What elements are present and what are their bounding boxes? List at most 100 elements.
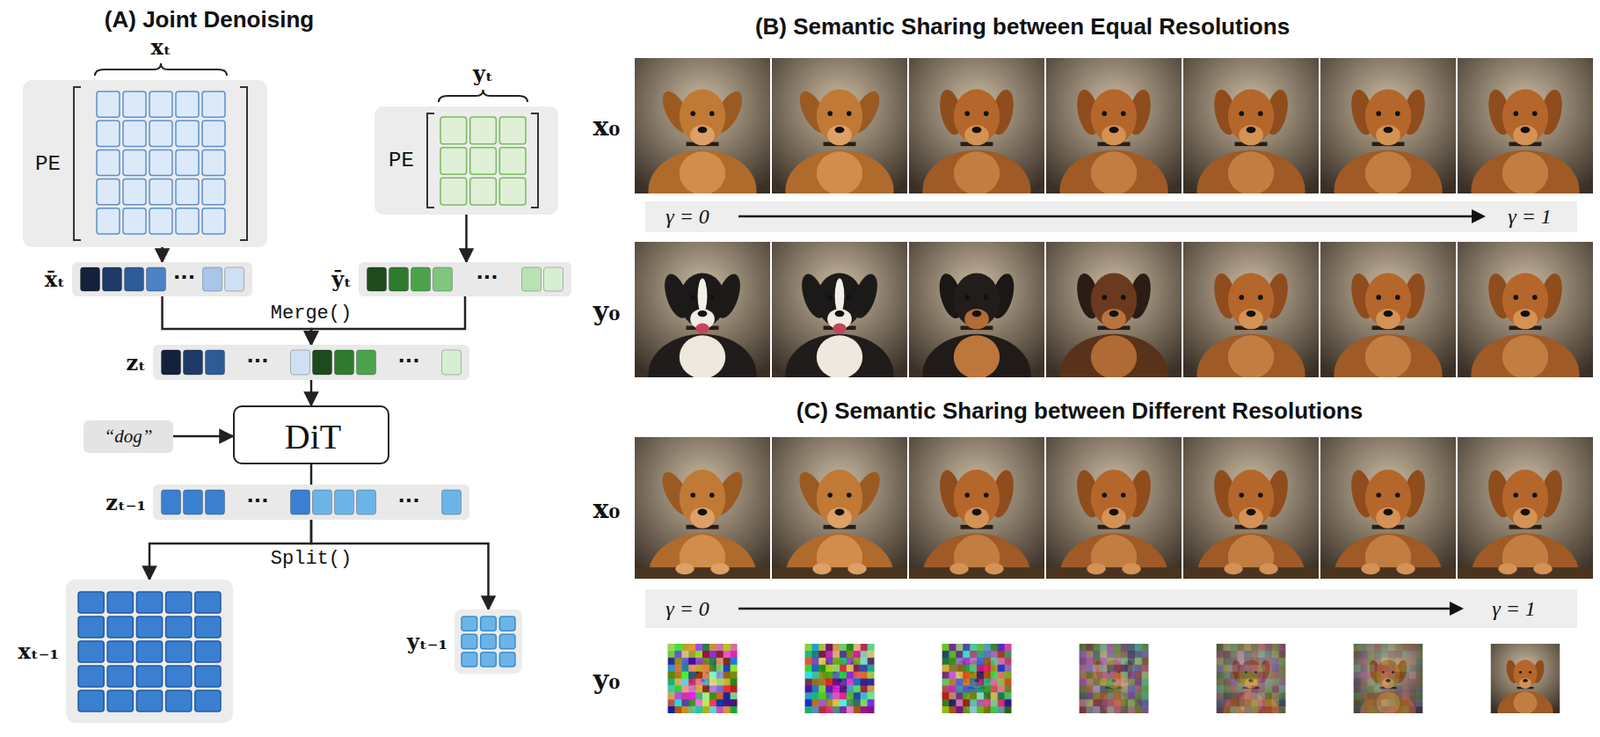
latent-cell xyxy=(202,120,226,146)
edge-label: Merge() xyxy=(268,302,355,325)
dog-eye xyxy=(1512,294,1519,300)
dog-eye xyxy=(1375,294,1382,300)
latent-cell xyxy=(136,640,162,662)
dog-eye xyxy=(964,492,970,498)
noise-block xyxy=(1106,657,1114,665)
noise-block xyxy=(688,664,696,672)
noise-block xyxy=(962,684,970,692)
dog-image xyxy=(1216,643,1287,713)
token xyxy=(442,349,462,375)
noise-block xyxy=(853,650,861,658)
noise-block xyxy=(1272,684,1280,692)
noise-block xyxy=(997,664,1005,672)
image-background xyxy=(805,643,875,713)
matrix-bracket xyxy=(427,113,435,208)
noise-block xyxy=(962,678,970,686)
noise-block xyxy=(1079,657,1087,665)
noise-block xyxy=(948,684,956,692)
noise-block xyxy=(1113,671,1121,679)
dog-body xyxy=(647,334,757,378)
dog-image xyxy=(1320,436,1456,579)
noise-block xyxy=(688,643,696,651)
noise-block xyxy=(990,657,998,665)
noise-block xyxy=(860,657,868,665)
noise-block xyxy=(860,643,868,651)
noise-block xyxy=(1229,698,1237,706)
noise-block xyxy=(1092,678,1100,686)
token xyxy=(102,267,123,291)
token xyxy=(334,349,355,375)
noise-block xyxy=(1353,643,1361,651)
noise-block xyxy=(1367,664,1375,672)
latent-cell xyxy=(107,690,133,712)
connector-arrow xyxy=(310,464,313,485)
noise-block xyxy=(1402,664,1410,672)
latent-input-box: xₜPE xyxy=(22,80,268,248)
noise-block xyxy=(730,664,738,672)
noise-block xyxy=(1092,657,1100,665)
noise-block xyxy=(867,678,875,686)
noise-block xyxy=(867,664,875,672)
noise-block xyxy=(1127,657,1135,665)
noise-block xyxy=(832,657,840,665)
noise-block xyxy=(860,678,868,686)
brace xyxy=(94,63,227,76)
floor xyxy=(1183,567,1319,579)
noise-block xyxy=(805,650,813,658)
dog-image xyxy=(668,643,738,713)
latent-cell xyxy=(123,120,146,146)
dog-muzzle xyxy=(1519,677,1532,689)
noise-block xyxy=(1079,650,1087,658)
latent-cell xyxy=(470,147,497,175)
noise-block xyxy=(983,657,991,665)
noise-block xyxy=(1004,698,1012,706)
noise-block xyxy=(1353,691,1361,699)
noise-block xyxy=(839,684,847,692)
noise-block xyxy=(1395,643,1403,651)
noise-block xyxy=(716,698,724,706)
noise-block xyxy=(997,657,1005,665)
brace xyxy=(438,89,528,102)
noise-block xyxy=(818,678,826,686)
noise-block xyxy=(853,664,861,672)
latent-cell xyxy=(96,91,120,117)
noise-block xyxy=(723,671,731,679)
dog-eye xyxy=(846,492,852,498)
noise-block xyxy=(709,698,717,706)
latent-cell xyxy=(480,633,497,648)
dog-image xyxy=(771,241,908,378)
noise-block xyxy=(867,657,875,665)
noise-block xyxy=(811,705,819,713)
noise-block xyxy=(1120,671,1128,679)
noise-block xyxy=(1236,691,1244,699)
noise-block xyxy=(1243,664,1251,672)
noise-block xyxy=(825,678,833,686)
noise-block xyxy=(1360,698,1368,706)
noise-block xyxy=(681,650,689,658)
noise-block xyxy=(983,643,991,651)
dog-nose xyxy=(1383,508,1394,516)
noise-block xyxy=(674,657,682,665)
noise-block xyxy=(839,657,847,665)
noise-block xyxy=(942,698,950,706)
dog-muzzle xyxy=(827,507,852,529)
dog-eye xyxy=(964,110,970,117)
dog-paw xyxy=(1533,562,1553,575)
noise-block xyxy=(976,657,984,665)
noise-block xyxy=(1416,691,1424,699)
noise-block xyxy=(990,691,998,699)
noise-block xyxy=(1229,650,1237,658)
noise-block xyxy=(702,698,710,706)
noise-block xyxy=(1402,650,1410,658)
noise-block xyxy=(811,671,819,679)
latent-cell xyxy=(123,179,146,205)
noise-block xyxy=(1374,698,1382,706)
noise-block xyxy=(668,664,676,672)
noise-block xyxy=(709,664,717,672)
image-background xyxy=(942,643,1012,713)
noise-block xyxy=(681,691,689,699)
latent-cell xyxy=(78,591,104,613)
dog-eye xyxy=(1395,492,1401,498)
dog-muzzle xyxy=(1375,507,1401,529)
noise-block xyxy=(688,650,696,658)
